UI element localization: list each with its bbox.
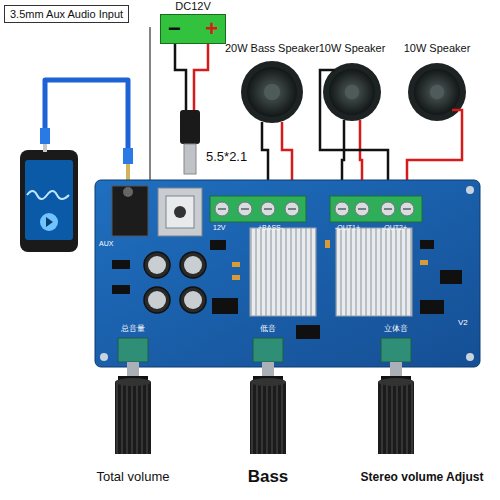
potentiometers: [115, 338, 414, 454]
speakers: [241, 61, 466, 123]
silk-label: -OUT1+: [335, 224, 360, 232]
silk-label: V2: [458, 318, 468, 327]
silk-label: 低音: [260, 324, 276, 333]
speaker-label: 10W Speaker: [404, 42, 471, 55]
node-text: +: [205, 18, 218, 40]
battery: −+: [160, 14, 226, 44]
silk-label: +BASS-: [258, 224, 283, 232]
speaker-label: 20W Bass Speaker: [225, 42, 319, 55]
speaker-label: 10W Speaker: [319, 42, 386, 55]
node-text: −: [168, 18, 181, 40]
silk-label: 立体音: [384, 324, 408, 333]
silk-label: AUX: [99, 240, 113, 248]
silk-label: 总音量: [121, 324, 145, 333]
control-label: Bass: [248, 467, 289, 487]
node-text: 3.5mm Aux Audio Input: [10, 8, 123, 20]
control-label: Total volume: [97, 470, 170, 485]
plug-size-label: 5.5*2.1: [206, 150, 247, 165]
power-plug: [175, 44, 208, 174]
control-label: Stereo volume Adjust: [361, 471, 484, 485]
phone: [20, 150, 78, 252]
voltage-label: DC12V: [175, 0, 210, 13]
silk-label: -OUT2+: [382, 224, 407, 232]
leader-line: [149, 27, 150, 186]
amplifier-board: [95, 180, 480, 367]
aux-cable: [40, 80, 133, 180]
input-label-box: 3.5mm Aux Audio Input: [4, 5, 129, 23]
silk-label: 12V: [213, 224, 225, 232]
